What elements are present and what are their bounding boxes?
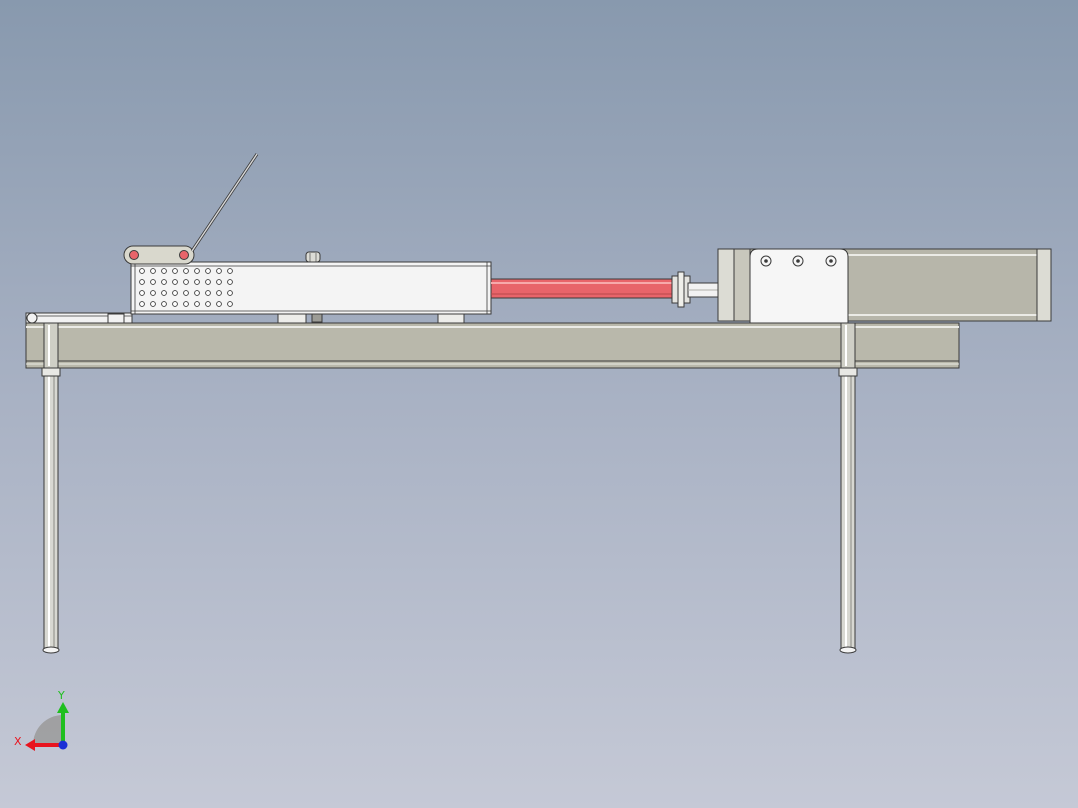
vent-hole (139, 290, 145, 296)
vent-hole (227, 268, 233, 274)
left-leg[interactable] (41, 361, 61, 654)
right-leg[interactable] (838, 361, 858, 654)
piston-rod[interactable] (490, 278, 682, 299)
vent-hole (161, 279, 167, 285)
vent-hole (150, 301, 156, 307)
vent-hole (216, 268, 222, 274)
lever-bracket[interactable] (123, 245, 195, 265)
vent-hole (139, 279, 145, 285)
vent-hole (183, 268, 189, 274)
mounting-plate[interactable] (749, 248, 849, 324)
wire-guide[interactable] (25, 312, 133, 324)
vent-hole (161, 290, 167, 296)
vent-hole (205, 279, 211, 285)
roller-icon (26, 312, 38, 324)
axis-x-label: X (14, 735, 22, 748)
vent-hole (216, 279, 222, 285)
perforated-housing[interactable] (130, 261, 492, 315)
vent-hole (172, 279, 178, 285)
vent-hole (183, 290, 189, 296)
vent-hole (172, 301, 178, 307)
top-knob[interactable] (305, 251, 321, 263)
vent-holes (139, 268, 233, 307)
vent-hole (161, 301, 167, 307)
vent-hole (194, 279, 200, 285)
pivot-pin-icon (179, 250, 189, 260)
vent-hole (205, 301, 211, 307)
vent-hole (194, 290, 200, 296)
vent-hole (205, 268, 211, 274)
axis-z-dot-icon (58, 740, 68, 750)
pivot-pin-icon (129, 250, 139, 260)
vent-hole (205, 290, 211, 296)
coordinate-triad: Y X (14, 689, 69, 751)
vent-hole (227, 301, 233, 307)
right-leg-post (840, 322, 856, 369)
vent-hole (227, 279, 233, 285)
vent-hole (183, 301, 189, 307)
housing-feet (277, 313, 465, 324)
vent-hole (183, 279, 189, 285)
lever-rod[interactable] (190, 153, 259, 252)
vent-hole (161, 268, 167, 274)
rod-clevis[interactable] (671, 271, 721, 308)
triad-quadrant-icon (33, 715, 63, 745)
vent-hole (194, 268, 200, 274)
vent-hole (172, 290, 178, 296)
base-rail[interactable] (25, 322, 960, 369)
vent-hole (227, 290, 233, 296)
vent-hole (216, 290, 222, 296)
axis-y-label: Y (57, 689, 65, 702)
vent-hole (150, 279, 156, 285)
vent-hole (139, 301, 145, 307)
vent-hole (172, 268, 178, 274)
vent-hole (150, 290, 156, 296)
vent-hole (139, 268, 145, 274)
left-leg-post (43, 322, 59, 369)
vent-hole (194, 301, 200, 307)
vent-hole (216, 301, 222, 307)
vent-hole (150, 268, 156, 274)
